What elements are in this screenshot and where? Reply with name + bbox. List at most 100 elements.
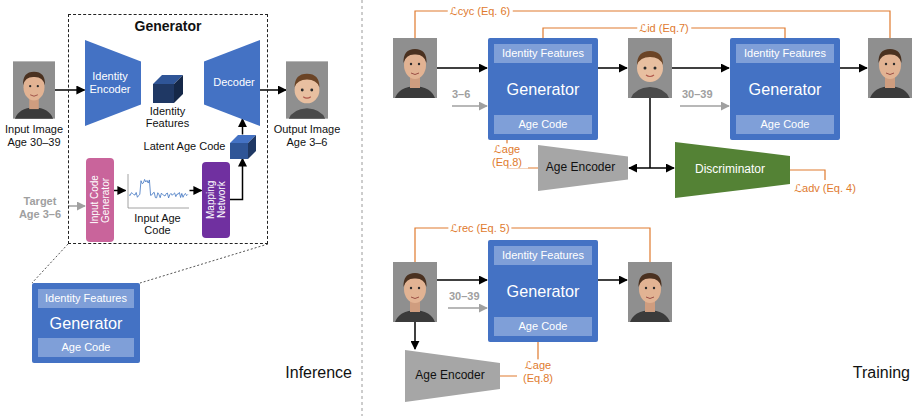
discriminator-block: Discriminator — [675, 142, 790, 198]
loss-label: ℒcyc (Eq. 6) — [448, 5, 513, 18]
age-input-arrow — [452, 105, 487, 107]
flow-arrow — [598, 279, 627, 281]
block-title: Generator — [488, 282, 598, 301]
trapezoid-fill — [405, 350, 500, 402]
flow-arrow — [840, 67, 867, 69]
flow-arrow — [260, 89, 287, 91]
flow-arrow — [414, 322, 416, 349]
block-label: Identity Encoder — [85, 70, 141, 95]
flow-arrow — [650, 167, 674, 169]
face-image — [286, 61, 328, 118]
generator-block: GeneratorIdentity FeaturesAge Code — [488, 38, 598, 140]
age-input-arrow — [448, 307, 487, 309]
age-code-plot: Input Age Code — [126, 172, 190, 237]
block-label: Age Encoder — [543, 161, 623, 175]
flow-arrow — [114, 190, 126, 192]
loss-label: ℒage (Eq.8) — [486, 143, 528, 168]
loss-label: ℒadv (Eq. 4) — [792, 182, 858, 195]
field-label: Age Code — [761, 118, 810, 131]
trapezoid-fill — [675, 142, 790, 198]
target-age-label: Target Age 3–6 — [12, 195, 68, 220]
block-label: Discriminator — [692, 163, 773, 177]
rotated-label: Mapping Network — [205, 166, 227, 234]
loss-label: ℒid (Eq.7) — [637, 22, 691, 35]
flow-arrow — [437, 67, 487, 69]
panel-title: Training — [820, 364, 910, 382]
plot-caption: Input Age Code — [126, 212, 190, 237]
plot-signal — [129, 179, 188, 197]
loss-leader — [790, 170, 825, 180]
group-title: Generator — [69, 18, 267, 34]
cube-face — [174, 75, 183, 103]
mapping-network-box: Mapping Network — [202, 162, 230, 238]
face-image — [13, 61, 55, 118]
trapezoid-fill — [538, 145, 628, 191]
tensor-cube — [153, 75, 183, 103]
flow-arrow — [629, 167, 650, 169]
rotated-label: Input Code Generator — [89, 162, 111, 238]
input-photo: Input Image Age 30–39 — [0, 60, 68, 148]
field-label: Identity Features — [45, 292, 127, 305]
generator-block: GeneratorIdentity FeaturesAge Code — [32, 283, 140, 363]
panel-title: Inference — [262, 364, 352, 382]
loss-label: ℒrec (Eq. 5) — [448, 222, 511, 235]
latent-code-tensor: Latent Age Code — [132, 134, 256, 160]
tensor-cube — [230, 135, 256, 159]
feature-tensor: Identity Features — [141, 75, 195, 130]
output-photo: Output Image Age 3–6 — [271, 60, 343, 148]
face-photo — [286, 60, 328, 120]
generator-block: Generator Identity FeaturesAge Code — [730, 38, 840, 140]
age-code-box: Age Code — [736, 115, 834, 134]
encoder-block: Identity Encoder — [85, 40, 141, 126]
image-caption: Input Image Age 30–39 — [0, 123, 68, 148]
target-arrow — [68, 205, 85, 207]
trapezoid-fill — [204, 40, 260, 126]
field-label: Identity Features — [502, 249, 584, 262]
generator-block: Generator Identity FeaturesAge Code — [488, 240, 598, 342]
age-input-label: 30–39 — [682, 88, 713, 101]
identity-features-box: Identity Features — [494, 246, 592, 265]
loss-label: ℒage (Eq.8) — [517, 359, 559, 384]
identity-features-box: Identity Features — [736, 44, 834, 63]
face-image — [628, 38, 672, 98]
block-label: Decoder — [205, 76, 258, 89]
field-label: Age Code — [519, 320, 568, 333]
face-image — [868, 38, 912, 98]
block-label: Age Encoder — [412, 369, 492, 383]
signal-plot — [126, 172, 190, 210]
code-generator-box: Input Code Generator — [86, 158, 114, 242]
generator-frame: GeneratorIdentity EncoderIdentity Featur… — [68, 14, 268, 244]
age-code-box: Age Code — [494, 115, 592, 134]
flow-arrow — [242, 119, 244, 135]
age-code-box: Age Code — [494, 317, 592, 336]
face-image — [393, 262, 437, 322]
cube-face — [230, 143, 248, 159]
face-photo — [13, 60, 55, 120]
tensor-caption: Latent Age Code — [144, 140, 230, 153]
identity-features-box: Identity Features — [38, 289, 134, 308]
field-label: Age Code — [62, 341, 111, 354]
image-caption: Output Image Age 3–6 — [271, 123, 343, 148]
age-input-label: 30–39 — [449, 290, 480, 303]
age-encoder-block: Age Encoder — [538, 145, 628, 191]
flow-arrow — [649, 98, 651, 168]
zoom-line — [32, 244, 68, 283]
flow-arrow — [190, 190, 202, 192]
flow-arrow — [437, 279, 487, 281]
face-image — [393, 38, 437, 98]
panel-divider — [362, 0, 363, 416]
field-label: Identity Features — [502, 47, 584, 60]
block-title: Generator — [730, 80, 840, 99]
flow-arrow — [230, 159, 243, 200]
decoder-block: Decoder — [204, 40, 260, 126]
tensor-caption: Identity Features — [141, 105, 195, 130]
zoom-line — [140, 244, 268, 283]
field-label: Age Code — [519, 118, 568, 131]
cube-face — [248, 135, 256, 159]
age-code-box: Age Code — [38, 338, 134, 357]
trapezoid-fill — [85, 40, 141, 126]
field-label: Identity Features — [744, 47, 826, 60]
age-input-label: 3–6 — [452, 88, 470, 101]
age-input-arrow — [680, 105, 729, 107]
flow-arrow — [55, 89, 85, 91]
